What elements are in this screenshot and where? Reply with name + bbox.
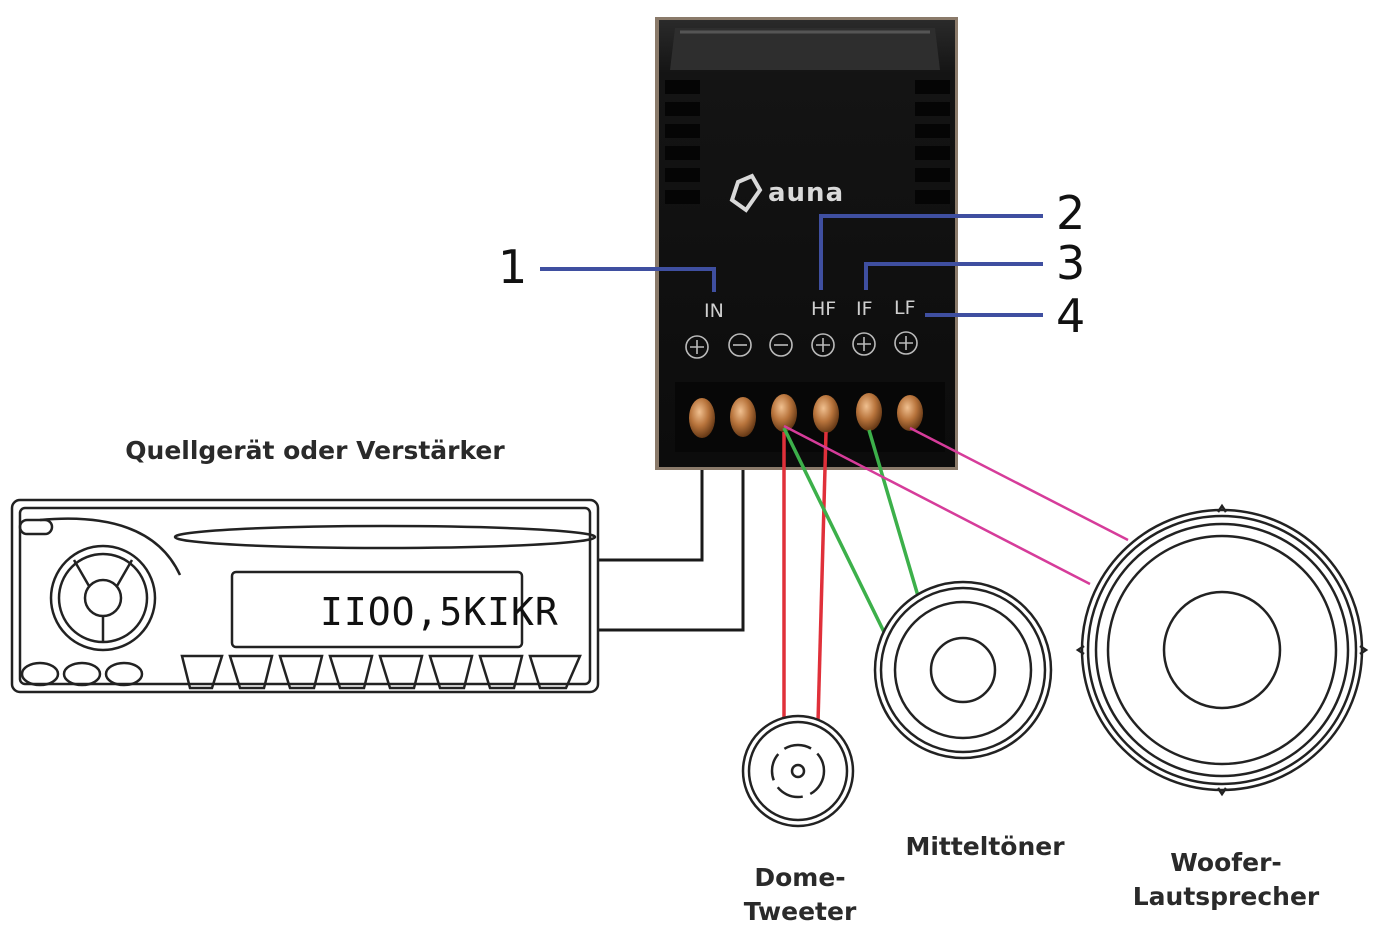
terminal-label-in: IN	[704, 300, 724, 322]
label-midrange: Mitteltöner	[905, 832, 1065, 861]
volume-knob-icon	[49, 544, 157, 652]
preset-buttons	[180, 654, 582, 690]
woofer-wires	[783, 424, 1129, 586]
callout-number-1: 1	[498, 240, 528, 294]
polarity-symbols	[685, 331, 918, 359]
midrange-wires	[782, 427, 920, 633]
input-wires	[598, 470, 745, 632]
callout-number-3: 3	[1056, 236, 1086, 290]
crossover-unit	[655, 17, 958, 470]
terminal-label-if: IF	[856, 298, 873, 320]
callout-line-3	[864, 262, 1043, 290]
label-source-device: Quellgerät oder Verstärker	[125, 436, 505, 465]
dome-tweeter-icon	[741, 714, 855, 828]
callout-lines	[540, 214, 1043, 317]
brand-logo-icon	[729, 173, 763, 213]
car-radio	[10, 498, 600, 694]
terminal-label-hf: HF	[811, 298, 837, 320]
midrange-speaker-icon	[873, 580, 1053, 760]
brand-logo-text: auna	[768, 178, 845, 208]
radio-display-text: IIOO,5KIKR	[320, 590, 559, 634]
woofer-speaker-icon	[1075, 503, 1369, 797]
callout-number-2: 2	[1056, 186, 1086, 240]
terminal-label-lf: LF	[894, 297, 916, 319]
tweeter-wires	[782, 431, 828, 723]
label-dome-tweeter: Dome- Tweeter	[743, 863, 857, 926]
callout-line-1	[540, 267, 716, 292]
label-woofer: Woofer- Lautsprecher	[1132, 848, 1320, 911]
terminal-screws	[689, 393, 923, 438]
callout-number-4: 4	[1056, 289, 1086, 343]
callout-line-2	[819, 214, 1043, 290]
heatsink-fins-right	[915, 80, 950, 204]
heatsink-fins-left	[665, 80, 700, 204]
radio-display	[230, 570, 524, 649]
